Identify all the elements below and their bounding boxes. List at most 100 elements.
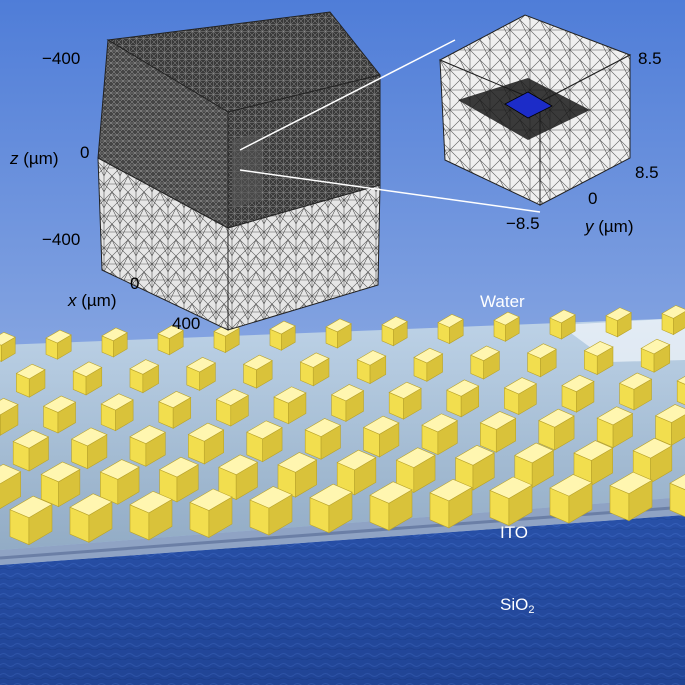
nanostructure-top: [356, 350, 387, 366]
gold-nanostructure: [446, 379, 480, 418]
gold-nanostructure: [369, 481, 413, 531]
gold-nanostructure: [9, 495, 53, 546]
substrate-label: SiO2: [500, 596, 534, 616]
nanostructure-top: [549, 309, 576, 324]
mesh-right-lower: [227, 184, 381, 331]
water-label: Water: [480, 292, 525, 311]
gold-nanostructure: [429, 478, 473, 529]
nanostructure-top: [514, 442, 555, 464]
nanostructure-top: [369, 481, 413, 504]
gold-nanostructure: [215, 388, 249, 427]
nanostructure-top: [157, 325, 184, 339]
nanostructure-top: [493, 311, 520, 326]
x-axis-unit: (µm): [76, 291, 117, 310]
gold-nanostructure: [549, 309, 576, 340]
y-axis-label: y (µm): [585, 218, 634, 235]
gold-nanostructure: [99, 459, 140, 505]
nanostructure-top: [596, 406, 634, 426]
gold-nanostructure: [503, 377, 537, 416]
nanostructure-top: [269, 320, 296, 335]
gold-nanostructure: [101, 327, 128, 358]
nanostructure-top: [538, 408, 575, 428]
z-axis-label: z (µm): [10, 150, 59, 167]
x-axis-label: x (µm): [68, 292, 117, 309]
nanostructure-top: [395, 447, 436, 468]
nanostructure-top: [129, 359, 160, 375]
nanostructure-top: [246, 420, 283, 440]
nanostructure-top: [381, 316, 408, 330]
nanostructure-top: [299, 352, 330, 368]
nanostructure-top: [437, 314, 464, 328]
z-tick-zero: 0: [80, 143, 90, 162]
gold-nanostructure: [246, 420, 283, 463]
x-tick-400: 400: [172, 314, 201, 333]
gold-nanostructure: [277, 452, 318, 498]
nanostructure-top: [640, 338, 671, 355]
gold-nanostructure: [45, 329, 72, 360]
nanostructure-top: [9, 495, 53, 519]
y-axis-unit: (µm): [593, 217, 634, 236]
substrate-shade: [0, 515, 685, 685]
nanostructure-top: [429, 478, 473, 502]
main-mesh-cube: [97, 11, 381, 331]
gold-nanostructure: [40, 461, 81, 508]
nanostructure-top: [72, 361, 103, 377]
gold-nanostructure: [218, 454, 259, 501]
nanostructure-top: [561, 374, 595, 393]
nanostructure-top: [0, 331, 16, 346]
gold-nanostructure: [189, 488, 233, 539]
gold-nanostructure: [336, 449, 377, 496]
nanostructure-top: [632, 437, 673, 459]
gold-nanostructure: [489, 476, 533, 527]
inset-tick-bottom-left: −8.5: [506, 214, 540, 233]
nanostructure-top: [0, 463, 22, 485]
gold-nanostructure: [618, 372, 653, 411]
nanostructure-top: [446, 379, 480, 397]
inset-tick-mid-right: 8.5: [635, 163, 659, 182]
gold-nanostructure: [129, 425, 166, 467]
nanostructure-top: [605, 307, 632, 321]
z-axis-unit: (µm): [18, 149, 59, 168]
gold-nanostructure: [158, 456, 199, 503]
gold-nanostructure: [526, 343, 557, 378]
gold-nanostructure: [609, 471, 653, 522]
gold-nanostructure: [676, 376, 685, 406]
gold-nanostructure: [669, 474, 685, 517]
nanostructure-top: [15, 363, 46, 380]
gold-nanostructure: [0, 463, 22, 510]
gold-nanostructure: [654, 404, 685, 446]
nanostructure-top: [69, 493, 113, 516]
nanostructure-top: [129, 425, 166, 444]
gold-nanostructure: [0, 331, 16, 362]
nanostructure-top: [526, 343, 557, 359]
gold-nanostructure: [129, 359, 160, 394]
nanostructure-top: [99, 459, 140, 480]
inset-tick-zero: 0: [588, 189, 598, 208]
substrate-label-base: SiO: [500, 595, 529, 614]
nanostructure-top: [503, 377, 537, 395]
gold-nanostructure: [273, 386, 307, 425]
x-axis-var: x: [68, 291, 77, 310]
nanostructure-top: [654, 404, 685, 423]
gold-nanostructure: [129, 490, 173, 541]
nanostructure-array: [0, 305, 685, 546]
gold-nanostructure: [421, 413, 458, 456]
gold-nanostructure: [437, 314, 464, 345]
nanostructure-top: [158, 391, 192, 409]
gold-nanostructure: [269, 320, 296, 351]
gold-nanostructure: [299, 352, 330, 387]
nanostructure-top: [129, 490, 173, 514]
substrate-label-sub: 2: [528, 604, 535, 616]
z-tick-bottom: −400: [42, 230, 81, 249]
gold-nanostructure: [381, 316, 408, 347]
nanostructure-top: [70, 427, 108, 447]
nanostructure-top: [277, 452, 318, 473]
nanostructure-top: [676, 376, 685, 385]
gold-nanostructure: [325, 318, 352, 349]
nanostructure-top: [187, 422, 225, 442]
gold-nanostructure: [413, 347, 444, 382]
nanostructure-top: [189, 488, 233, 511]
y-axis-var: y: [585, 217, 594, 236]
gold-nanostructure: [249, 486, 293, 536]
gold-nanostructure: [362, 415, 400, 458]
